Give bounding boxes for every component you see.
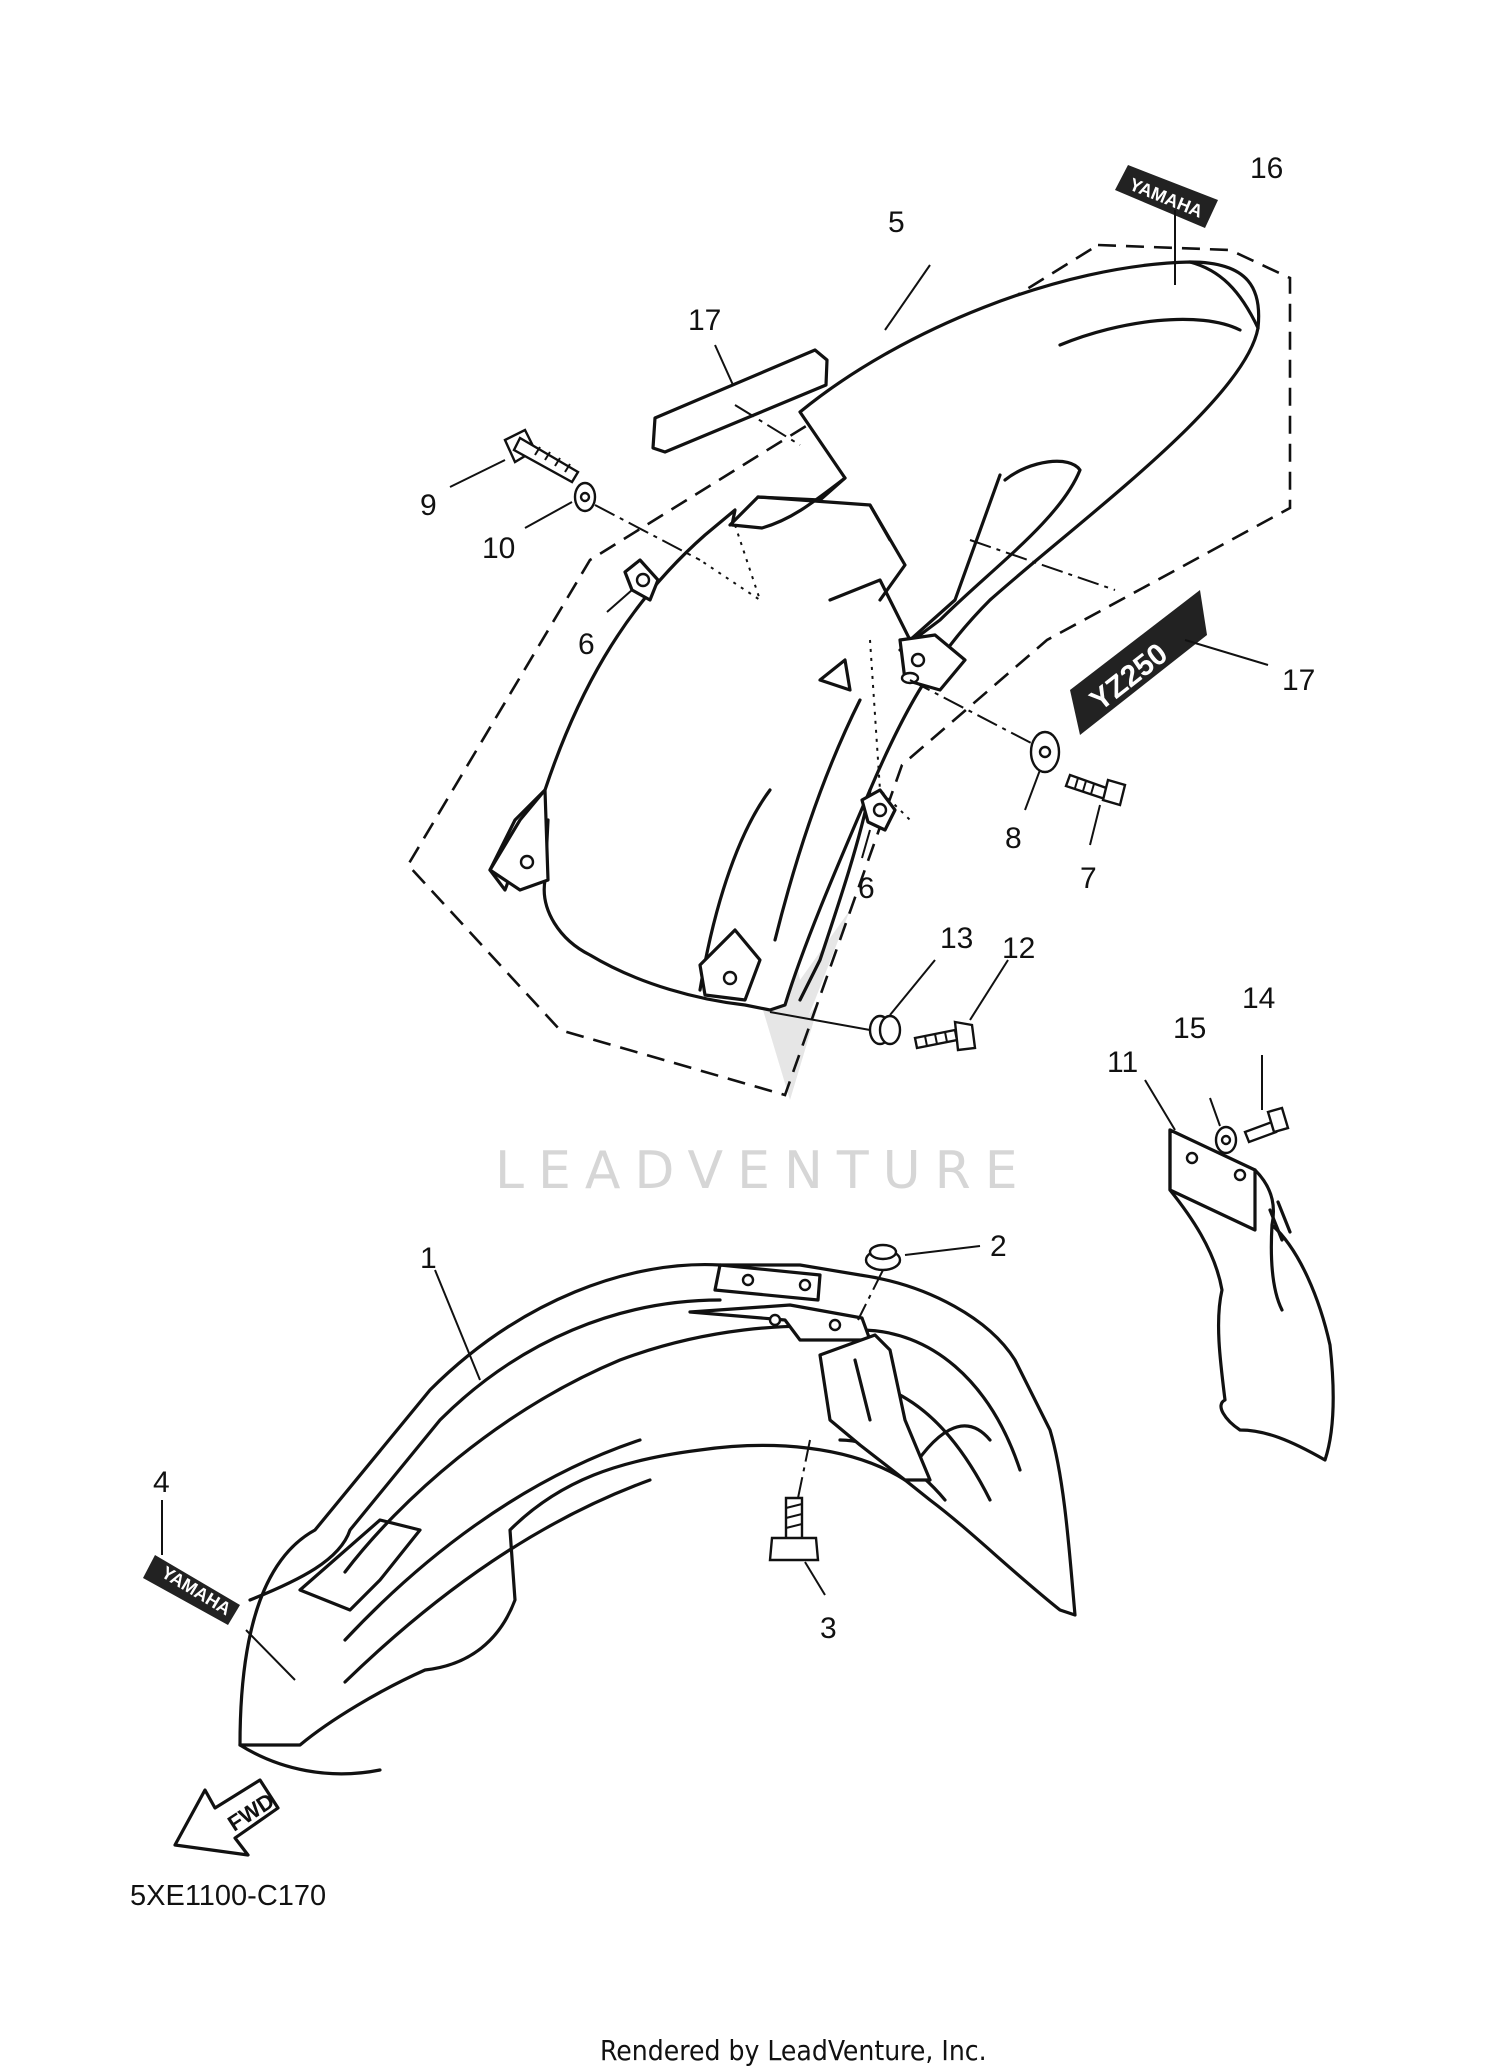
- grommet-2: [864, 1243, 902, 1272]
- footer-credit: Rendered by LeadVenture, Inc.: [600, 2034, 987, 2067]
- bolt-12: [913, 1020, 977, 1052]
- callout-9: 9: [420, 489, 437, 522]
- mud-flap: [1168, 1128, 1335, 1462]
- callout-16: 16: [1250, 152, 1283, 185]
- front-fender: [238, 1262, 1077, 1776]
- callout-4: 4: [153, 1466, 170, 1499]
- callout-13: 13: [940, 922, 973, 955]
- callout-17-top: 17: [688, 304, 721, 337]
- callout-6-right: 6: [858, 872, 875, 905]
- callout-1: 1: [420, 1242, 437, 1275]
- callout-7: 7: [1080, 862, 1097, 895]
- callout-17-side: 17: [1282, 664, 1315, 697]
- callout-2: 2: [990, 1230, 1007, 1263]
- bolt-3: [768, 1496, 820, 1562]
- callout-6-left: 6: [578, 628, 595, 661]
- rear-fender-decal-strip: [651, 348, 829, 454]
- callout-12: 12: [1002, 932, 1035, 965]
- forward-direction-arrow-icon: FWD: [173, 1778, 280, 1857]
- rear-fender-brand-decal: YAMAHA: [1115, 165, 1218, 228]
- bolt-7: [1064, 773, 1127, 807]
- callout-3: 3: [820, 1612, 837, 1645]
- callout-15: 15: [1173, 1012, 1206, 1045]
- side-model-decal: YZ250: [1070, 590, 1207, 735]
- callout-8: 8: [1005, 822, 1022, 855]
- screw-14: [1243, 1106, 1290, 1144]
- callout-5: 5: [888, 206, 905, 239]
- rear-fender: [488, 260, 1261, 1012]
- diagram-code: 5XE1100-C170: [130, 1880, 326, 1912]
- collar-13: [868, 1014, 902, 1046]
- callout-10: 10: [482, 532, 515, 565]
- callout-11: 11: [1107, 1046, 1138, 1079]
- rear-fender-assembly-outline: [406, 243, 1292, 1097]
- front-fender-brand-decal: YAMAHA: [143, 1555, 240, 1625]
- callout-14: 14: [1242, 982, 1275, 1015]
- watermark-text: LEADVENTURE: [495, 1141, 1032, 1201]
- bolt-9: [503, 428, 580, 484]
